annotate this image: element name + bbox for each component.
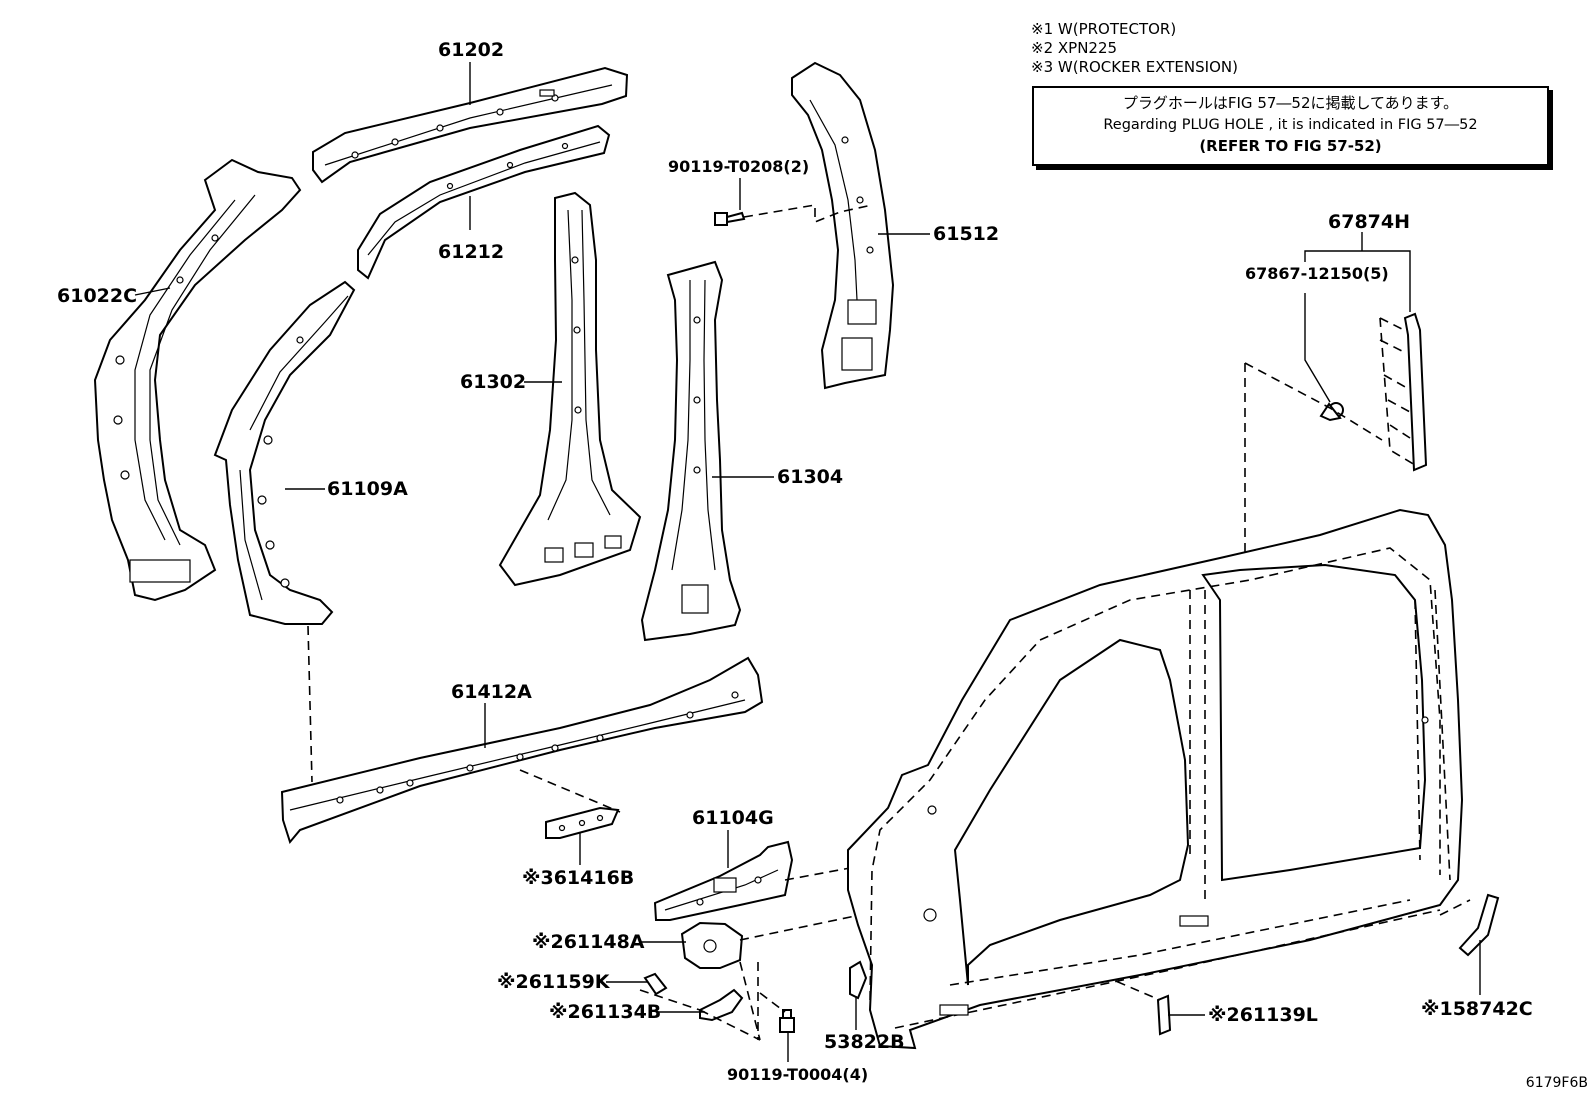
label-90119-T0004: 90119-T0004(4) [727,1065,868,1084]
label-61512: 61512 [933,223,999,245]
part-61202-shape [312,66,629,184]
side-panel-dashed-outlines [869,547,1451,1029]
label-61212: 61212 [438,241,504,263]
part-58742C-shape [1439,893,1500,957]
label-67874H: 67874H [1328,211,1410,233]
footnote-3: ※3 W(ROCKER EXTENSION) [1031,58,1238,76]
part-61416B-shape [519,769,621,839]
part-61302-shape [498,191,642,587]
label-61022C: 61022C [57,285,137,307]
guide-61109A-rocker [307,625,313,783]
part-61148A-shape [680,921,744,969]
label-61304: 61304 [777,466,843,488]
label-61412A: 61412A [451,681,532,703]
part-61412A-shape [280,656,764,845]
part-61304-shape [640,260,742,642]
part-61109A-shape [213,280,356,625]
part-61134B-shape [699,988,744,1022]
plug-hole-reference-box: プラグホールはFIG 57―52に掲載してあります。 Regarding PLU… [1032,86,1549,166]
figure-code: 6179F6B [1525,1075,1588,1091]
footnote-2: ※2 XPN225 [1031,39,1118,57]
part-61212-shape [357,124,611,280]
reference-line-refer: (REFER TO FIG 57-52) [1199,137,1382,155]
label-61202: 61202 [438,39,504,61]
part-53822B-shape [849,960,868,1000]
label-61302: 61302 [460,371,526,393]
label-90119-T0208: 90119-T0208(2) [668,157,809,176]
label-53822B: 53822B [824,1031,905,1053]
label-61416B: ※361416B [522,867,634,889]
leader-67874H [1304,232,1411,312]
label-61109A: 61109A [327,478,408,500]
label-61104G: 61104G [692,807,774,829]
label-61134B: ※261134B [549,1001,661,1023]
side-panel-outer-shape [847,508,1464,1050]
bolt-90119-T0004-shape [759,992,795,1033]
reference-line-japanese: プラグホールはFIG 57―52に掲載してあります。 [1122,94,1459,112]
part-67874H-shape [1244,312,1428,750]
part-61159K-shape [643,972,668,996]
reference-line-english: Regarding PLUG HOLE , it is indicated in… [1103,117,1478,133]
label-58742C: ※158742C [1421,998,1533,1020]
leader-67867-12150 [1304,293,1331,403]
bolt-90119-T0208-shape [714,204,873,226]
part-61512-shape [791,61,895,390]
part-61104G-shape [653,840,851,921]
label-61148A: ※261148A [532,931,645,953]
label-61159K: ※261159K [497,971,611,993]
footnote-legend: ※1 W(PROTECTOR) ※2 XPN225 ※3 W(ROCKER EX… [1031,20,1238,77]
leader-61022C [134,287,171,296]
part-61022C-shape [93,158,302,602]
label-67867-12150: 67867-12150(5) [1245,264,1389,283]
label-61139L: ※261139L [1208,1004,1318,1026]
footnote-1: ※1 W(PROTECTOR) [1031,20,1177,38]
